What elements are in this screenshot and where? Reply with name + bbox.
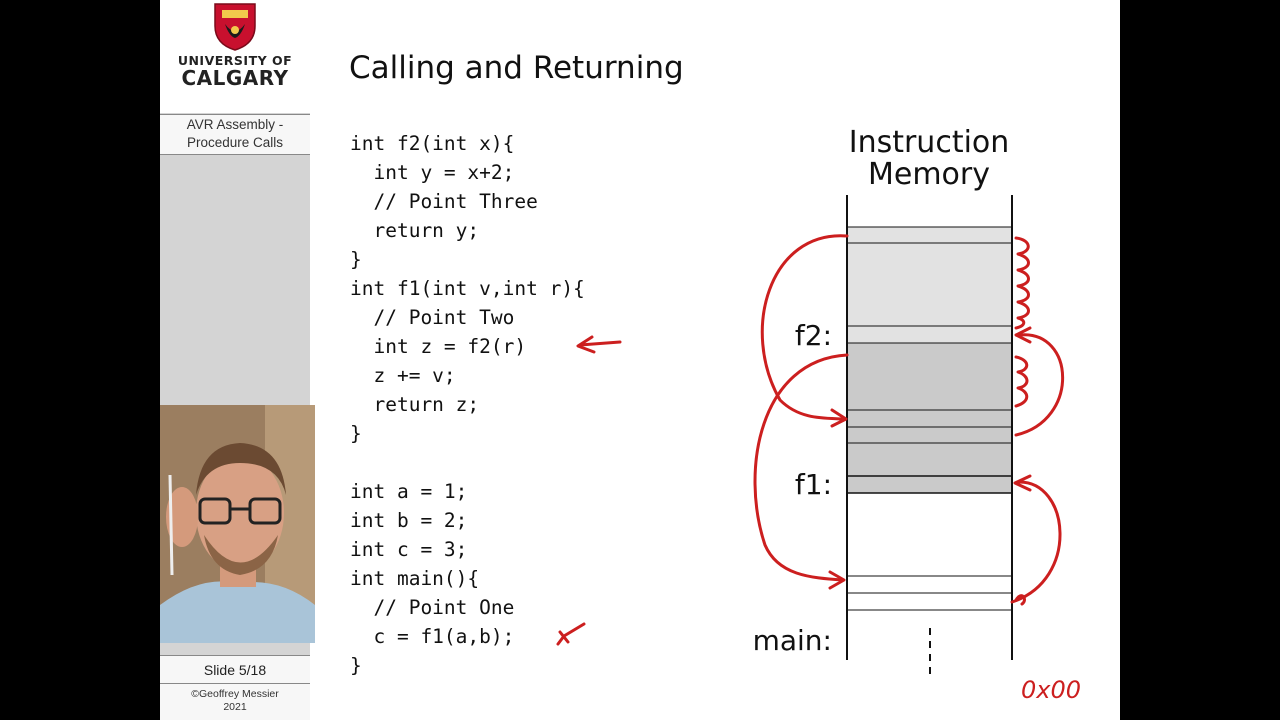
code-listing: int f2(int x){ int y = x+2; // Point Thr… xyxy=(350,129,585,680)
presenter-webcam xyxy=(160,405,315,643)
arrow-return-f2 xyxy=(760,234,849,421)
slide-title: Calling and Returning xyxy=(349,50,684,86)
course-title-line1: AVR Assembly - xyxy=(186,117,284,132)
address-annotation: 0x00 xyxy=(1021,676,1081,704)
crest-icon xyxy=(214,3,256,51)
code-line: } xyxy=(350,248,362,271)
main-return-mark xyxy=(1014,594,1026,606)
label-main: main: xyxy=(753,624,832,657)
slide-footer: Slide 5/18 ©Geoffrey Messier 2021 xyxy=(160,655,310,720)
memory-cell xyxy=(846,342,1013,411)
university-name-line1: UNIVERSITY OF xyxy=(177,53,293,68)
memory-heading-line1: Instruction xyxy=(849,125,1010,160)
course-title-line2: Procedure Calls xyxy=(186,135,284,150)
memory-cell xyxy=(846,242,1013,327)
code-line: int c = 3; xyxy=(350,538,468,561)
copyright-line1: ©Geoffrey Messier xyxy=(191,688,279,700)
code-line: } xyxy=(350,654,362,677)
code-line: // Point Two xyxy=(350,306,515,329)
code-line: int z = f2(r) xyxy=(350,335,527,358)
label-f1: f1: xyxy=(795,468,832,501)
slide: UNIVERSITY OF CALGARY AVR Assembly - Pro… xyxy=(160,0,1120,720)
step-squiggle-f1 xyxy=(1014,355,1029,408)
memory-cell xyxy=(846,575,1013,594)
slide-number: Slide 5/18 xyxy=(203,662,267,678)
arrow-call-f2-line xyxy=(578,340,622,347)
presenter-video-frame xyxy=(160,405,315,643)
memory-heading-line2: Memory xyxy=(868,157,990,192)
instruction-memory-diagram: Instruction Memory f2: f1: main: xyxy=(556,125,1081,704)
arrow-call-f1-arc-head xyxy=(1013,474,1032,492)
memory-cell xyxy=(846,226,1013,244)
memory-cells xyxy=(846,195,1013,676)
arrow-return-f1 xyxy=(753,353,849,582)
arrow-call-f2-head xyxy=(576,335,596,354)
code-line: return y; xyxy=(350,219,480,242)
code-line: c = f1(a,b); xyxy=(350,625,515,648)
memory-cell xyxy=(846,426,1013,444)
arrow-call-f2-arc xyxy=(1014,333,1064,437)
memory-cell xyxy=(846,442,1013,477)
code-line: // Point One xyxy=(350,596,515,619)
copyright-line2: 2021 xyxy=(223,701,247,713)
code-line: // Point Three xyxy=(350,190,538,213)
code-line: int y = x+2; xyxy=(350,161,515,184)
course-title: AVR Assembly - Procedure Calls xyxy=(160,114,310,155)
arrow-call-f1-arc xyxy=(1010,480,1062,604)
code-line: int main(){ xyxy=(350,567,480,590)
arrow-call-f2-arc-head xyxy=(1014,326,1032,344)
check-mark-main-call xyxy=(556,622,586,646)
code-line: int f1(int v,int r){ xyxy=(350,277,585,300)
label-f2: f2: xyxy=(795,319,832,352)
memory-cell xyxy=(846,409,1013,428)
code-line: int b = 2; xyxy=(350,509,468,532)
code-line: int a = 1; xyxy=(350,480,468,503)
university-name-line2: CALGARY xyxy=(181,66,289,90)
code-line: } xyxy=(350,422,362,445)
copyright: ©Geoffrey Messier 2021 xyxy=(160,688,310,714)
footer-divider xyxy=(160,683,310,684)
memory-cell xyxy=(846,325,1013,344)
code-line: z += v; xyxy=(350,364,456,387)
arrow-return-f2-head xyxy=(830,408,848,428)
memory-cell xyxy=(846,475,1013,494)
code-line: int f2(int x){ xyxy=(350,132,515,155)
memory-cell xyxy=(846,592,1013,611)
code-line: return z; xyxy=(350,393,480,416)
arrow-return-f1-head xyxy=(828,570,846,590)
step-squiggle-f2 xyxy=(1014,236,1030,330)
university-logo: UNIVERSITY OF CALGARY xyxy=(160,0,310,113)
